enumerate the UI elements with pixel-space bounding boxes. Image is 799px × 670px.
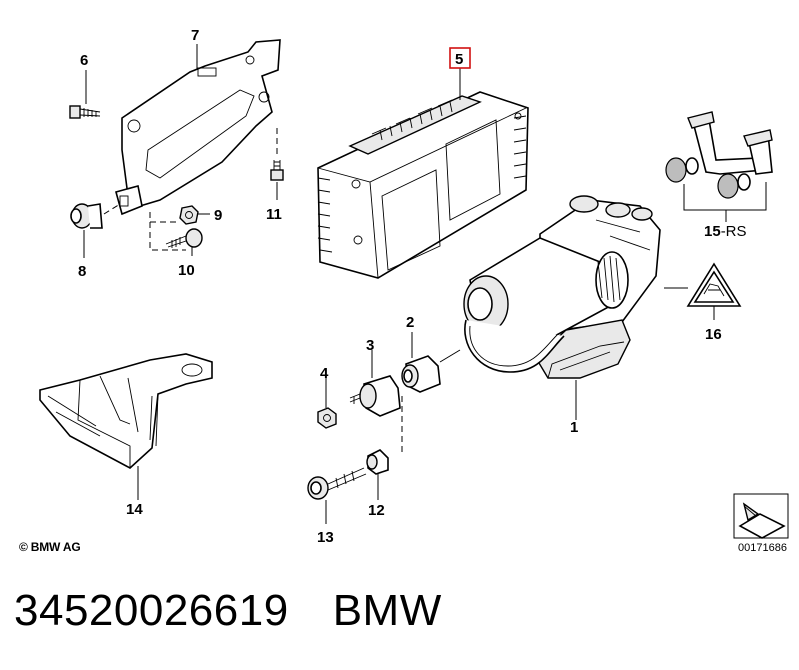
callout-13: 13 <box>317 529 334 546</box>
callout-14: 14 <box>126 501 143 518</box>
bracket-part-7 <box>115 39 281 216</box>
mount-part-8 <box>70 203 103 229</box>
footer: 34520026619 BMW <box>14 586 442 636</box>
callout-9: 9 <box>214 207 222 224</box>
part-number: 34520026619 <box>14 586 289 635</box>
callout-5: 5 <box>455 51 463 68</box>
brand-name: BMW <box>332 586 442 635</box>
callout-10: 10 <box>178 262 195 279</box>
control-unit-part-5 <box>317 91 529 279</box>
callout-1: 1 <box>570 419 578 436</box>
bolt-part-6 <box>69 105 101 119</box>
callout-11: 11 <box>266 206 282 223</box>
callout-12: 12 <box>368 502 385 519</box>
bushing-part-2 <box>401 355 441 393</box>
callout-16: 16 <box>705 326 722 343</box>
diagram-code: 00171686 <box>738 542 787 554</box>
diagram-arrow-icon <box>733 493 789 539</box>
callout-2: 2 <box>406 314 414 331</box>
callout-7: 7 <box>191 27 199 44</box>
hose-set-part-15 <box>665 111 773 199</box>
callout-8: 8 <box>78 263 86 280</box>
nut-part-4 <box>317 407 337 429</box>
bolt-part-11 <box>270 160 284 181</box>
callout-4: 4 <box>320 365 329 382</box>
sleeve-part-12 <box>366 449 389 475</box>
hydraulic-unit-part-1 <box>463 195 661 379</box>
callout-6: 6 <box>80 52 88 69</box>
nut-part-9 <box>179 205 199 225</box>
copyright-notice: © BMW AG <box>19 540 81 554</box>
screw-part-10 <box>165 228 203 248</box>
bracket-part-14 <box>39 353 213 469</box>
parts-diagram: 1 2 3 4 5 6 7 8 9 10 11 12 13 14 15-RS 1… <box>39 27 789 546</box>
bolt-part-13 <box>307 467 367 500</box>
warning-label-part-16 <box>686 262 742 307</box>
callout-15: 15-RS <box>704 223 747 240</box>
mount-part-3 <box>349 375 401 417</box>
callout-3: 3 <box>366 337 374 354</box>
callout-5-highlight <box>449 47 471 69</box>
